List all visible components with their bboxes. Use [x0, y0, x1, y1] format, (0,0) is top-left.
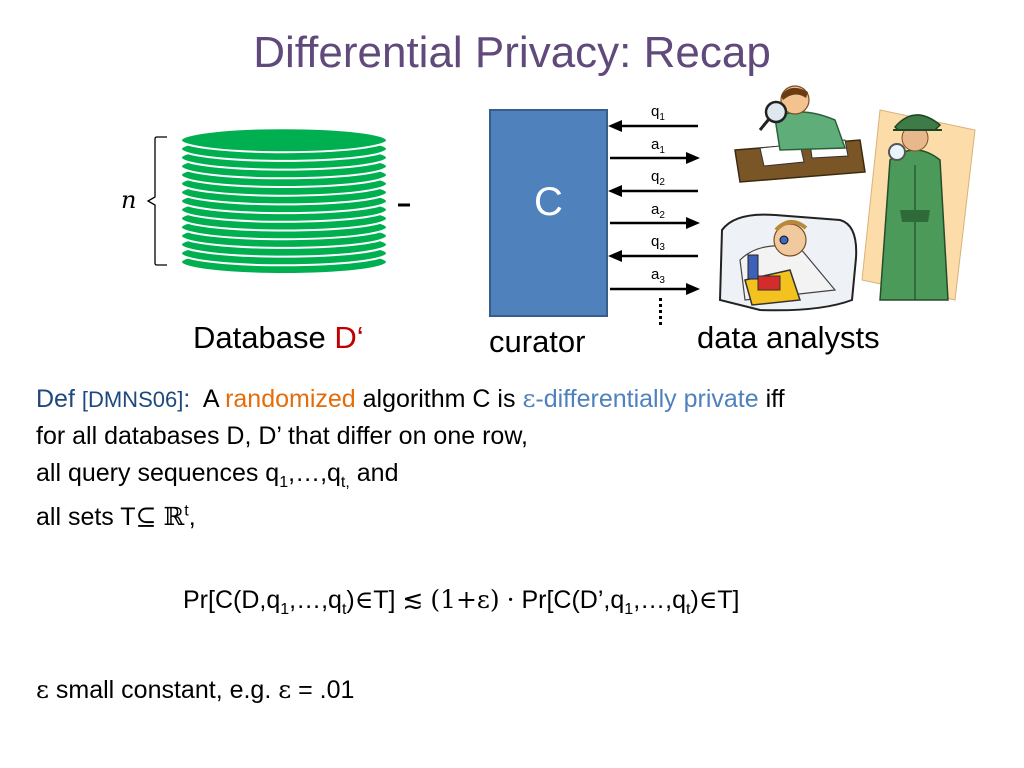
- citation: [DMNS06]: [82, 387, 183, 412]
- subseteq-symbol: ⊆: [136, 502, 157, 531]
- def-word: Def: [36, 385, 75, 413]
- dp-phrase: -differentially private: [535, 385, 758, 413]
- database-disk: [181, 128, 387, 152]
- def-colon: :: [183, 385, 190, 413]
- dp-formula: Pr[C(D,q1,…,qt)∈T] ≲ (1+ε) · Pr[C(D’,q1,…: [183, 585, 740, 619]
- database-disks: [181, 128, 387, 274]
- iff-word: iff: [766, 385, 785, 413]
- definition-line-4: all sets T⊆ ℝt,: [36, 502, 196, 532]
- epsilon-note: ε small constant, e.g. ε = .01: [36, 675, 354, 705]
- analyst-detective-icon: [862, 110, 975, 300]
- definition-line-2: for all databases D, D’ that differ on o…: [36, 422, 528, 451]
- exchange-label-a2: a2: [651, 201, 665, 221]
- continuation-dots: [659, 298, 662, 325]
- def-text-b: algorithm C is: [363, 385, 516, 413]
- analysts-clipart: [712, 80, 977, 320]
- curator-letter: C: [489, 180, 608, 225]
- database-stack: [110, 112, 410, 287]
- randomized-word: randomized: [225, 385, 356, 413]
- analysts-label: data analysts: [697, 320, 880, 356]
- lesssim-symbol: ≲: [402, 585, 423, 614]
- analyst-magnifier-icon: [735, 86, 865, 182]
- database-label: Database D‘: [193, 320, 364, 356]
- n-brace: [148, 137, 167, 265]
- reals-symbol: ℝ: [163, 502, 184, 531]
- slide-title: Differential Privacy: Recap: [0, 28, 1024, 78]
- n-label: n: [121, 186, 136, 214]
- definition-line-3: all query sequences q1,…,qt, and: [36, 459, 398, 492]
- exchange-label-q1: q1: [651, 103, 665, 123]
- curator-label: curator: [489, 324, 585, 360]
- analyst-microscope-icon: [720, 215, 856, 311]
- database-name: D‘: [334, 320, 363, 355]
- exchange-label-a1: a1: [651, 136, 665, 156]
- def-text-a: A: [203, 385, 218, 413]
- exchange-label-q3: q3: [651, 233, 665, 253]
- definition-line-1: Def [DMNS06]: A randomized algorithm C i…: [36, 384, 785, 414]
- database-label-text: Database: [193, 320, 334, 355]
- exchange-label-a3: a3: [651, 266, 665, 286]
- one-plus-epsilon: (1+ε): [430, 585, 499, 614]
- epsilon-symbol: ε: [522, 384, 535, 413]
- exchange-label-q2: q2: [651, 168, 665, 188]
